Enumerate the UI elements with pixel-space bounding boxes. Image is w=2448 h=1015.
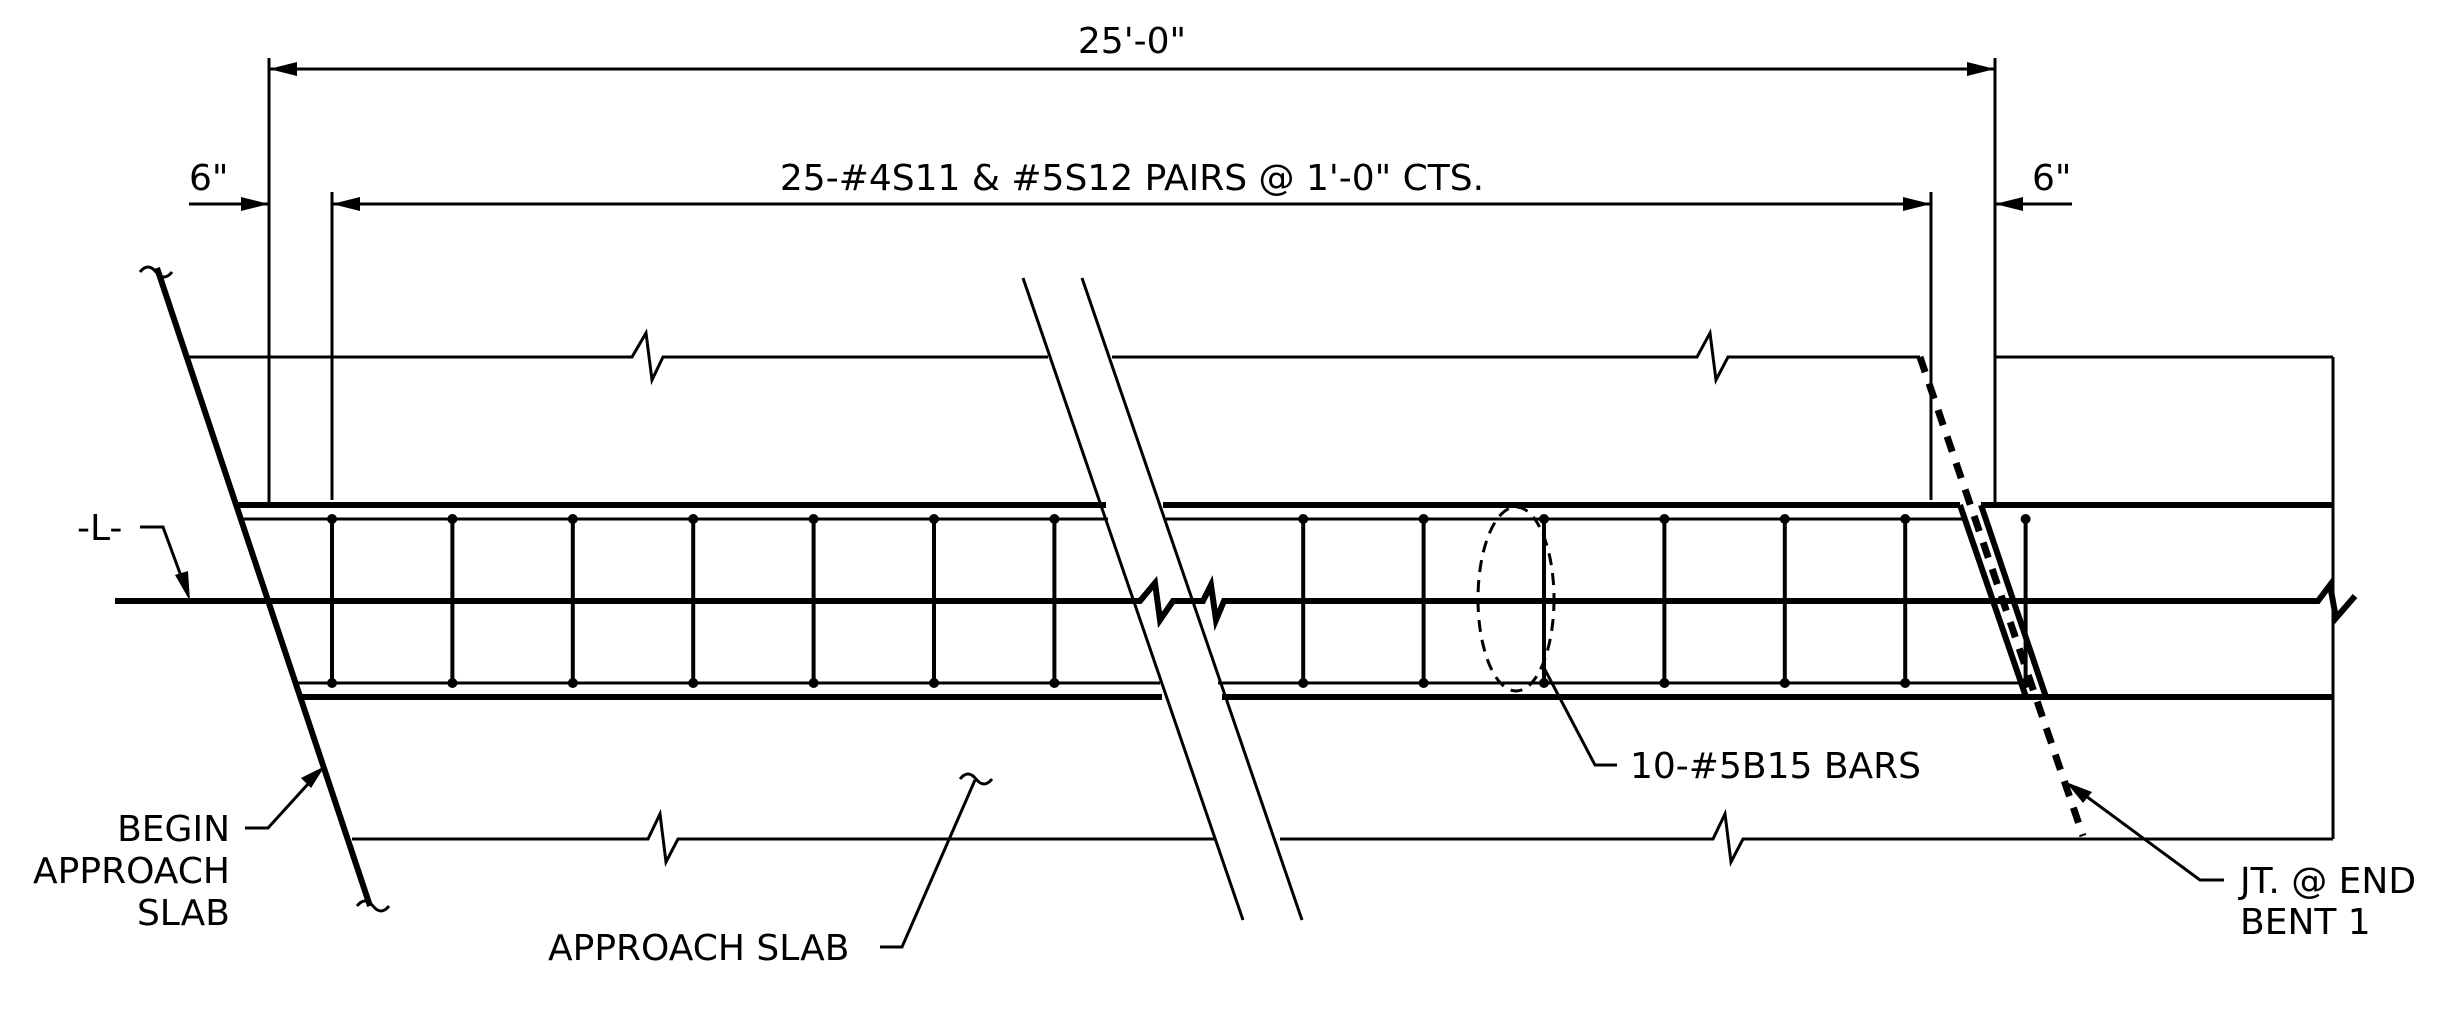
begin-approach-slab-leader — [245, 771, 320, 830]
approach-slab-leader — [880, 779, 977, 949]
stirrup-bottom-dot — [1659, 678, 1670, 688]
spacing-dim-arrow-left — [332, 197, 360, 211]
right-offset-dimension: 6" — [1995, 158, 2072, 211]
stirrup-bottom-dot — [567, 678, 578, 688]
joint-label-line-2: BENT 1 — [2240, 902, 2371, 943]
joint-label-group: JT. @ END BENT 1 — [2066, 782, 2416, 943]
begin-approach-slab-line-3: SLAB — [137, 893, 230, 934]
slab-top-edge-right — [1112, 328, 1920, 385]
left-offset-dimension: 6" — [189, 158, 269, 211]
longitudinal-bars — [237, 502, 2333, 700]
stirrup-top-dot — [1539, 514, 1549, 524]
centerline-label: -L- — [77, 508, 122, 549]
centerline-end-break — [2300, 577, 2358, 625]
centerline — [115, 575, 2358, 632]
stirrup-bottom-dot — [1298, 678, 1309, 688]
stirrup-bottom-dot — [447, 678, 458, 688]
overall-dimension: 25'-0" — [267, 21, 1997, 505]
stirrup-top-dot — [1659, 514, 1670, 524]
centerline-leader — [140, 525, 190, 596]
stirrup-top-dot — [929, 514, 939, 524]
spacing-dim-arrow-right — [1903, 197, 1931, 211]
stirrup-bottom-dot — [808, 678, 819, 688]
slab-bottom-edge-left — [352, 808, 1216, 867]
bars-leader — [1541, 665, 1617, 767]
overall-dim-arrow-left — [269, 62, 297, 76]
stirrup-bottom-dot — [929, 678, 939, 688]
centerline-leader-arrow — [175, 571, 190, 601]
stirrup-bottom-dot — [1900, 678, 1911, 688]
stirrup-pairs — [327, 514, 2031, 688]
slab-top-edge-left — [186, 328, 1048, 386]
bars-label-group: 10-#5B15 BARS — [1541, 665, 1921, 787]
centerline-break-left — [1121, 575, 1196, 629]
skew-line-top-break — [138, 265, 174, 279]
stirrup-top-dot — [1049, 514, 1060, 524]
right-offset-arrow — [1995, 197, 2023, 211]
joint-label-line-1: JT. @ END — [2238, 861, 2416, 902]
stirrup-top-dot — [447, 514, 458, 524]
end-bent-joint — [1916, 355, 2087, 838]
stirrup-bottom-dot — [1539, 678, 1549, 688]
joint-dashed-line — [1916, 355, 2087, 838]
approach-slab-label-group: APPROACH SLAB — [548, 772, 994, 969]
right-offset-label: 6" — [2032, 158, 2071, 199]
stirrup-top-dot — [2020, 514, 2031, 524]
begin-approach-slab-line-1: BEGIN — [117, 809, 230, 850]
skew-line — [154, 267, 373, 907]
stirrup-bottom-dot — [1418, 678, 1429, 688]
joint-bar-left — [1957, 504, 2029, 698]
bar-group-ellipse — [1476, 505, 1556, 693]
stirrup-top-dot — [1298, 514, 1309, 524]
stirrup-top-dot — [1418, 514, 1429, 524]
section-break — [1021, 277, 1304, 921]
approach-slab-label: APPROACH SLAB — [548, 928, 849, 969]
skew-line-bottom-break — [355, 899, 391, 913]
section-break-line-right — [1080, 277, 1304, 921]
begin-approach-slab-arrow — [301, 766, 325, 788]
stirrup-top-dot — [327, 514, 337, 524]
stirrup-top-dot — [567, 514, 578, 524]
stirrup-bottom-dot — [327, 678, 337, 688]
joint-bar-right — [1978, 504, 2049, 698]
begin-approach-slab-line — [138, 265, 391, 913]
centerline-right — [1188, 575, 2300, 632]
stirrup-bottom-dot — [688, 678, 699, 688]
joint-leader-arrow — [2066, 782, 2092, 803]
stirrup-top-dot — [688, 514, 699, 524]
centerline-label-group: -L- — [77, 508, 190, 601]
left-offset-arrow — [241, 197, 269, 211]
bars-label: 10-#5B15 BARS — [1630, 746, 1921, 787]
left-offset-label: 6" — [189, 158, 228, 199]
overall-dim-arrow-right — [1967, 62, 1995, 76]
stirrup-top-dot — [808, 514, 819, 524]
section-break-line-left — [1021, 277, 1245, 921]
begin-approach-slab-line-2: APPROACH — [33, 851, 230, 892]
stirrup-bottom-dot — [1049, 678, 1060, 688]
spacing-dim-label: 25-#4S11 & #5S12 PAIRS @ 1'-0" CTS. — [780, 158, 1484, 199]
slab-bottom-edge-right — [1280, 808, 2333, 867]
overall-dim-label: 25'-0" — [1078, 21, 1186, 62]
spacing-dimension: 25-#4S11 & #5S12 PAIRS @ 1'-0" CTS. — [330, 158, 1933, 500]
joint-leader — [2074, 786, 2224, 882]
approach-slab-leader-break — [958, 772, 994, 786]
begin-approach-slab-label-group: BEGIN APPROACH SLAB — [33, 766, 325, 934]
stirrup-bottom-dot — [1779, 678, 1790, 688]
stirrup-top-dot — [1900, 514, 1911, 524]
stirrup-top-dot — [1779, 514, 1790, 524]
